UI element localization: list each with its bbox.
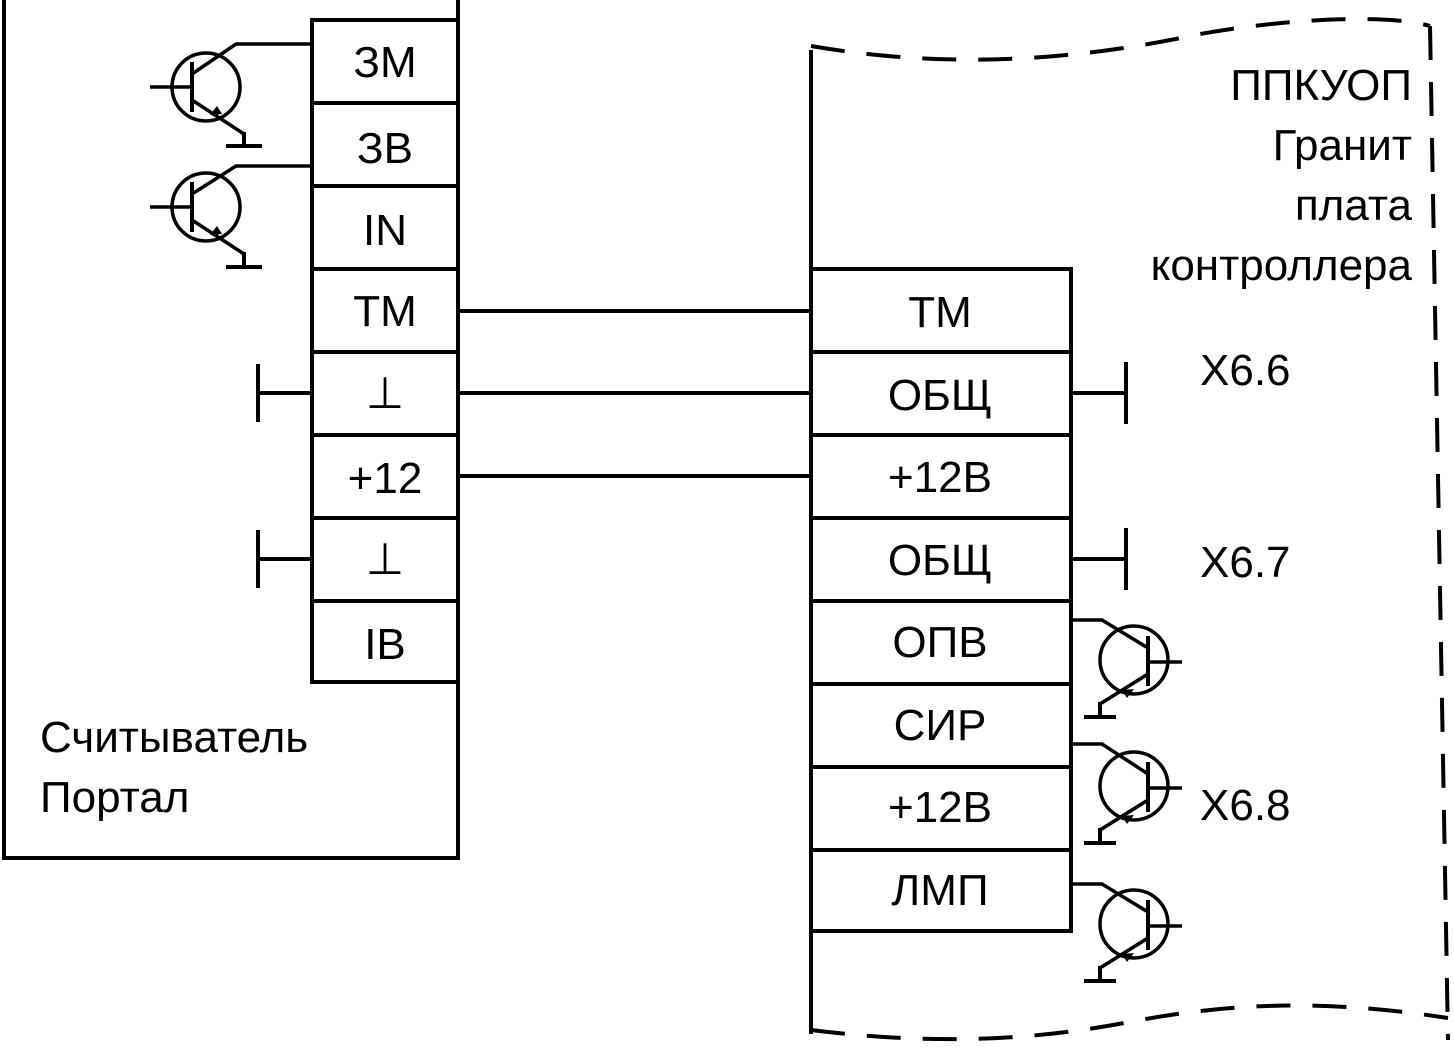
reader-ground-2-icon bbox=[256, 530, 314, 588]
controller-title-line4: контроллера bbox=[1151, 241, 1413, 290]
reader-title-line2: Портал bbox=[40, 773, 189, 822]
connector-label-x6-8: X6.8 bbox=[1200, 781, 1291, 830]
controller-title-line2: Гранит bbox=[1273, 121, 1412, 170]
connector-label-x6-7: X6.7 bbox=[1200, 538, 1291, 587]
controller-title-line1: ППКУОП bbox=[1230, 61, 1412, 110]
reader-pin-gnd-2: ⊥ bbox=[366, 535, 404, 584]
controller-transistor-opv-icon bbox=[1071, 618, 1182, 719]
interconnect-wires bbox=[456, 309, 813, 478]
controller-ground-1-icon bbox=[1069, 362, 1128, 424]
controller-pin-lmp: ЛМП bbox=[891, 866, 988, 915]
controller-block: TM ОБЩ +12В ОБЩ ОПВ СИР +12В ЛМП ППКУОП … bbox=[809, 17, 1450, 1042]
controller-pin-obsh-1: ОБЩ bbox=[888, 371, 992, 420]
controller-pin-opv: ОПВ bbox=[892, 618, 987, 667]
reader-pin-tm: TM bbox=[353, 287, 417, 336]
controller-pin-plus12v-2: +12В bbox=[888, 783, 992, 832]
reader-pin-plus12: +12 bbox=[348, 454, 423, 503]
reader-title-line1: Считыватель bbox=[40, 713, 308, 762]
controller-pin-obsh-2: ОБЩ bbox=[888, 536, 992, 585]
reader-block: ЗМ ЗВ IN TM ⊥ +12 ⊥ IB Считыватель Порта… bbox=[2, 0, 460, 860]
controller-pin-tm: TM bbox=[908, 288, 972, 337]
controller-transistor-sir-icon bbox=[1071, 742, 1182, 845]
reader-pin-in: IN bbox=[363, 206, 407, 255]
controller-title-line3: плата bbox=[1295, 181, 1413, 230]
reader-pin-zv: ЗВ bbox=[357, 124, 413, 173]
reader-transistor-zm-icon bbox=[150, 42, 312, 148]
reader-ground-1-icon bbox=[256, 364, 314, 422]
connector-label-x6-6: X6.6 bbox=[1200, 346, 1291, 395]
reader-transistor-zv-icon bbox=[150, 164, 312, 269]
controller-pin-sir: СИР bbox=[894, 701, 987, 750]
reader-pin-ib: IB bbox=[364, 620, 406, 669]
controller-pin-plus12v-1: +12В bbox=[888, 453, 992, 502]
controller-transistor-lmp-icon bbox=[1071, 882, 1182, 983]
reader-pin-zm: ЗМ bbox=[353, 38, 416, 87]
reader-pin-gnd-1: ⊥ bbox=[366, 369, 404, 418]
controller-ground-2-icon bbox=[1069, 528, 1128, 590]
